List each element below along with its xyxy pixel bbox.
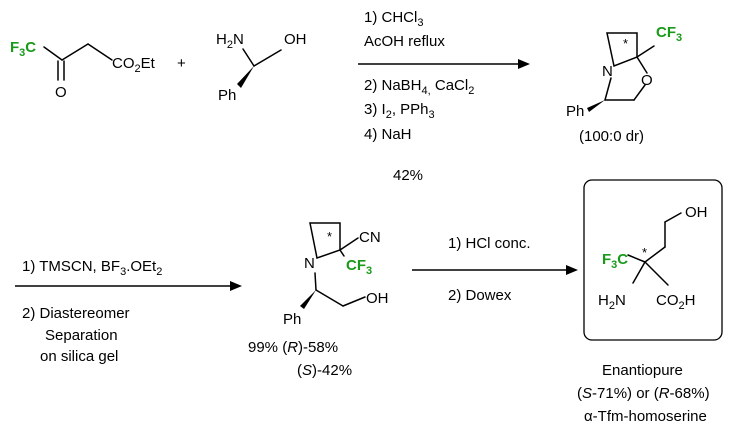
bond xyxy=(43,46,63,61)
azetidine-ring xyxy=(606,32,638,68)
arrow-1-conditions: 1) CHCl3 AcOH reflux 2) NaBH4, CaCl2 3) … xyxy=(364,9,474,184)
aminonitrile-phenyl-label: Ph xyxy=(283,311,301,328)
wedge-bond xyxy=(300,290,316,309)
reaction-arrow-1-head xyxy=(518,59,530,69)
aminonitrile-hydroxyl-label: OH xyxy=(366,290,389,307)
bond xyxy=(253,49,282,67)
aminoalcohol-amine-label: H2N xyxy=(216,31,244,51)
bond xyxy=(633,84,646,101)
bond xyxy=(636,45,655,58)
bond xyxy=(339,237,359,251)
product-box xyxy=(583,179,723,341)
oxazolidine-cf3-label: CF3 xyxy=(656,24,682,44)
bond xyxy=(242,48,255,67)
wedge-bond xyxy=(587,100,605,112)
plus-sign: + xyxy=(177,55,186,72)
caption-line-3: α-Tfm-homoserine xyxy=(584,408,707,425)
homoserine-acid-label: CO2H xyxy=(656,292,695,312)
arrow1-condition-2: AcOH reflux xyxy=(364,33,445,50)
ester-label: CO2Et xyxy=(112,55,156,75)
bond xyxy=(61,43,89,61)
bond xyxy=(87,43,113,61)
arrow2-condition-4: on silica gel xyxy=(40,348,118,365)
caption-line-1: Enantiopure xyxy=(602,362,683,379)
bond xyxy=(339,249,345,257)
arrow1-condition-1: 1) CHCl3 xyxy=(364,9,423,29)
bond xyxy=(342,296,366,307)
homoserine-cf3-label: F3C xyxy=(602,251,628,271)
arrow1-condition-5: 4) NaH xyxy=(364,126,412,143)
azetidine-aminonitrile: CN CF3 * N OH Ph 99% (R)-58% (S)-42% xyxy=(248,222,389,379)
aminonitrile-cf3-label: CF3 xyxy=(346,257,372,277)
aminoalcohol-hydroxyl-label: OH xyxy=(284,31,307,48)
arrow3-condition-2: 2) Dowex xyxy=(448,287,512,304)
homoserine-hydroxyl-label: OH xyxy=(685,204,708,221)
ethyl-trifluoroacetoacetate: F3C O CO2Et xyxy=(10,39,156,101)
arrow2-condition-3: Separation xyxy=(45,327,118,344)
nitrile-label: CN xyxy=(359,229,381,246)
reaction-arrow-2-head xyxy=(230,281,242,291)
oxazolidine-oxygen-label: O xyxy=(641,72,653,89)
aminonitrile-nitrogen-label: N xyxy=(304,255,315,272)
arrow2-condition-1: 1) TMSCN, BF3.OEt2 xyxy=(22,258,162,278)
arrow-2-conditions: 1) TMSCN, BF3.OEt2 2) Diastereomer Separ… xyxy=(22,258,162,365)
bond xyxy=(627,254,646,263)
bond xyxy=(664,212,682,223)
oxazolidine-dr: (100:0 dr) xyxy=(579,128,644,145)
ketoester-cf3-label: F3C xyxy=(10,39,36,59)
azetidine-ring xyxy=(309,222,341,259)
aminonitrile-yield-s: (S)-42% xyxy=(297,362,352,379)
alpha-tfm-homoserine: OH F3C * H2N CO2H xyxy=(598,204,708,312)
arrow1-yield: 42% xyxy=(393,167,423,184)
arrow-3-conditions: 1) HCl conc. 2) Dowex xyxy=(448,235,531,304)
bond xyxy=(632,261,646,284)
oxazolidine-phenyl-label: Ph xyxy=(566,103,584,120)
arrow1-condition-4: 3) I2, PPh3 xyxy=(364,101,435,121)
aminonitrile-yield-r: 99% (R)-58% xyxy=(248,339,338,356)
stereocenter-mark: * xyxy=(327,229,332,244)
arrow1-condition-3: 2) NaBH4, CaCl2 xyxy=(364,77,474,97)
homoserine-amine-label: H2N xyxy=(598,292,626,312)
bond xyxy=(314,272,317,291)
bond xyxy=(644,246,666,263)
bond xyxy=(644,261,669,286)
arrow2-condition-2: 2) Diastereomer xyxy=(22,305,130,322)
arrow3-condition-1: 1) HCl conc. xyxy=(448,235,531,252)
ketone-oxygen-label: O xyxy=(55,84,67,101)
bond xyxy=(636,56,648,74)
caption-line-2: (S-71%) or (R-68%) xyxy=(577,385,710,402)
stereocenter-mark: * xyxy=(642,245,647,260)
bond xyxy=(315,289,344,307)
phenylglycinol: H2N OH Ph xyxy=(216,31,307,104)
wedge-bond xyxy=(237,66,254,88)
stereocenter-mark: * xyxy=(623,36,628,51)
bicyclic-oxazolidine: N O * CF3 Ph (100:0 dr) xyxy=(566,24,682,145)
product-caption: Enantiopure (S-71%) or (R-68%) α-Tfm-hom… xyxy=(577,362,710,425)
bond xyxy=(604,77,612,101)
oxazolidine-nitrogen-label: N xyxy=(602,63,613,80)
reaction-arrow-3-head xyxy=(566,265,578,275)
aminoalcohol-phenyl-label: Ph xyxy=(218,87,236,104)
